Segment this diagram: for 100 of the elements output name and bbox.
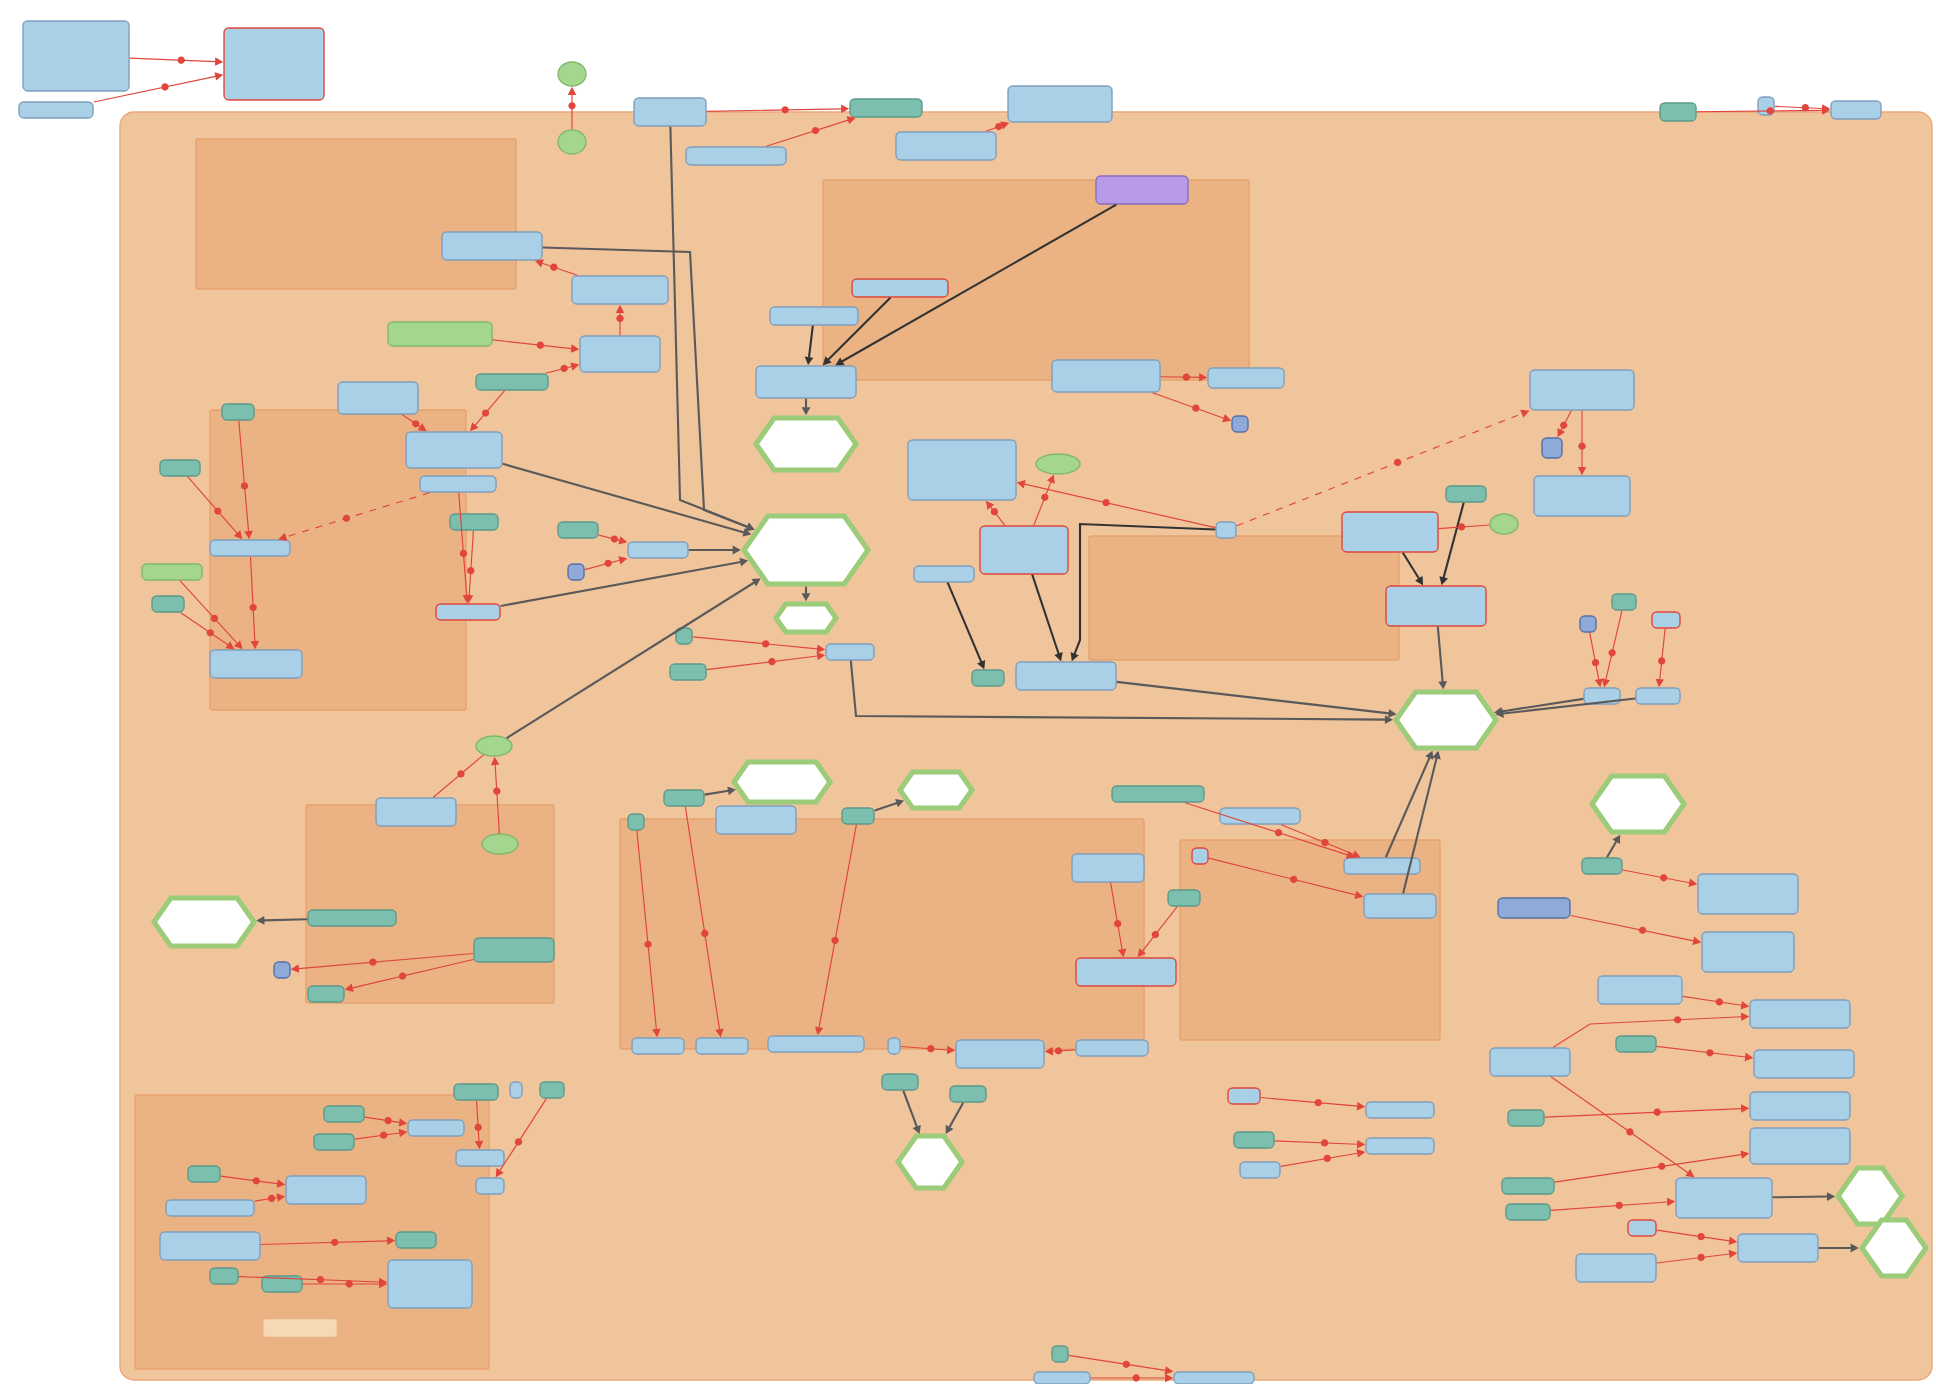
node-box (387, 321, 493, 347)
node-box (1497, 897, 1571, 919)
node-box (1341, 511, 1439, 553)
node-box (1529, 369, 1635, 411)
node-box (755, 365, 857, 399)
ellipse-node (1489, 513, 1519, 535)
phenotype-hexagon (772, 601, 840, 635)
node-box (1219, 807, 1301, 825)
node-box (405, 431, 503, 469)
node-box (769, 306, 859, 326)
node-box (1033, 1371, 1091, 1384)
node-box (441, 231, 543, 261)
node-box (307, 985, 345, 1003)
node-box (955, 1039, 1045, 1069)
node-box (1233, 1131, 1275, 1149)
node-box (1611, 593, 1637, 611)
node-box (285, 1175, 367, 1205)
node-box (1015, 661, 1117, 691)
node-box (1231, 415, 1249, 433)
reaction-arrow (1280, 824, 1361, 859)
node-box (1239, 1161, 1281, 1179)
node-box (419, 475, 497, 493)
node-box (1749, 999, 1851, 1029)
reaction-arrow (278, 492, 431, 541)
node-box (1501, 1177, 1555, 1195)
node-box (1749, 1091, 1851, 1121)
node-box (539, 1081, 565, 1099)
node-box (395, 1231, 437, 1249)
phenotype-hexagon (894, 1133, 966, 1191)
node-box (473, 937, 555, 963)
node-box (1697, 873, 1799, 915)
node-box (1095, 175, 1189, 205)
reaction-arrow (1438, 523, 1490, 531)
compartment (1088, 535, 1400, 661)
node-box (151, 595, 185, 613)
node-box (18, 101, 94, 119)
node-box (1071, 853, 1145, 883)
node-box (337, 381, 419, 415)
node-box (1749, 1127, 1851, 1165)
node-box (323, 1105, 365, 1123)
node-box (1173, 1371, 1255, 1384)
ellipse-node (475, 735, 513, 757)
node-box (273, 961, 291, 979)
node-box (1701, 931, 1795, 973)
node-box (1365, 1101, 1435, 1119)
node-box (159, 459, 201, 477)
node-box (1363, 893, 1437, 919)
node-box (841, 807, 875, 825)
node-box (627, 813, 645, 831)
node-box (22, 20, 130, 92)
node-box (435, 603, 501, 621)
node-box (767, 1035, 865, 1053)
node-box (1541, 437, 1563, 459)
node-box (261, 1275, 303, 1293)
node-box (1635, 687, 1681, 705)
node-box (223, 27, 325, 101)
node-box (1167, 889, 1201, 907)
node-box (263, 1319, 337, 1337)
node-box (1627, 1219, 1657, 1237)
node-box (913, 565, 975, 583)
node-box (1051, 359, 1161, 393)
node-box (907, 439, 1017, 501)
node-box (1191, 847, 1209, 865)
node-box (1579, 615, 1597, 633)
node-box (1507, 1109, 1545, 1127)
node-box (1575, 1253, 1657, 1283)
ellipse-node (557, 129, 587, 155)
node-box (1675, 1177, 1773, 1219)
node-box (825, 643, 875, 661)
ellipse-node (1035, 453, 1081, 475)
reaction-arrow (432, 754, 485, 798)
node-box (209, 649, 303, 679)
phenotype-hexagon (730, 759, 834, 805)
node-box (1111, 785, 1205, 803)
node-box (209, 1267, 239, 1285)
node-box (209, 539, 291, 557)
node-box (165, 1199, 255, 1217)
node-box (475, 1177, 505, 1195)
node-box (1075, 957, 1177, 987)
influence-arrow (945, 1102, 965, 1134)
node-box (979, 525, 1069, 575)
node-box (1597, 975, 1683, 1005)
node-box (509, 1081, 523, 1099)
ellipse-node (557, 61, 587, 87)
node-box (387, 1259, 473, 1309)
node-box (1651, 611, 1681, 629)
node-box (1505, 1203, 1551, 1221)
node-box (407, 1119, 465, 1137)
node-box (1659, 102, 1697, 122)
node-box (849, 98, 923, 118)
node-box (695, 1037, 749, 1055)
node-box (1830, 100, 1882, 120)
node-box (631, 1037, 685, 1055)
node-box (1445, 485, 1487, 503)
node-box (1489, 1047, 1571, 1077)
node-box (557, 521, 599, 539)
reaction-arrow (1184, 802, 1355, 859)
node-box (141, 563, 203, 581)
node-box (475, 373, 549, 391)
node-box (1583, 687, 1621, 705)
